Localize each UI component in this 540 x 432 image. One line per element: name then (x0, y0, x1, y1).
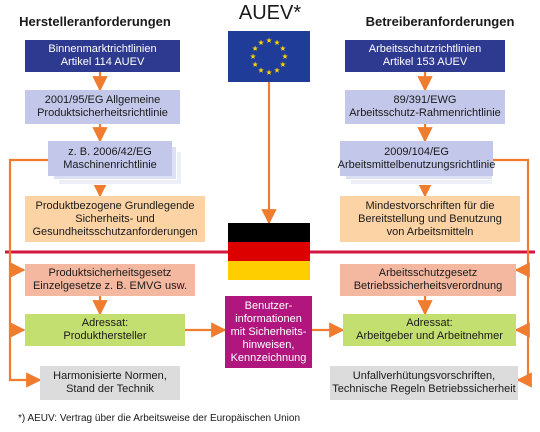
right-box-arbeitsschutzrichtlinien: Arbeitsschutzrichtlinien Artikel 153 AUE… (345, 40, 505, 72)
eu-star-icon (282, 53, 288, 59)
left-box-adressat-hersteller: Adressat: Produkthersteller (25, 314, 185, 346)
eu-star-icon (252, 45, 258, 51)
eu-star-icon (274, 67, 280, 73)
footnote: *) AEUV: Vertrag über die Arbeitsweise d… (18, 413, 301, 424)
german-flag-icon (228, 223, 310, 280)
eu-star-icon (266, 69, 272, 75)
eu-flag-icon (228, 31, 310, 82)
eu-star-icon (266, 37, 272, 43)
left-box-maschinenrichtlinie: z. B. 2006/42/EG Maschinenrichtlinie (48, 141, 172, 176)
eu-star-icon (258, 39, 264, 46)
right-box-arbeitsschutzgesetz: Arbeitsschutzgesetz Betriebssicherheitsv… (340, 264, 516, 296)
right-box-rahmenrichtlinie: 89/391/EWG Arbeitsschutz-Rahmenrichtlini… (345, 90, 505, 124)
left-box-binnenmarktrichtlinien: Binnenmarktrichtlinien Artikel 114 AUEV (25, 40, 180, 72)
left-box-produktsicherheitsgesetz: Produktsicherheitsgesetz Einzelgesetze z… (25, 264, 195, 296)
right-heading: Betreiberanforderungen (365, 14, 515, 29)
left-box-harmonisierte-normen: Harmonisierte Normen, Stand der Technik (40, 366, 180, 400)
eu-star-icon (250, 53, 256, 59)
diagram-title: AUEV* (238, 2, 302, 24)
right-box-unfallverhuetungsvorschriften: Unfallverhütungsvorschriften, Technische… (330, 366, 518, 400)
right-box-mindestvorschriften: Mindestvorschriften für die Bereitstellu… (340, 196, 520, 242)
center-box-benutzerinformationen: Benutzer- informationen mit Sicherheits-… (225, 296, 312, 368)
eu-star-icon (280, 45, 286, 51)
eu-star-icon (258, 67, 264, 73)
left-box-grundlegende-anforderungen: Produktbezogene Grundlegende Sicherheits… (25, 196, 205, 242)
right-box-arbeitsmittelbenutzungsrichtlinie: 2009/104/EG Arbeitsmittelbenutzungsricht… (338, 141, 495, 176)
eu-star-icon (274, 39, 280, 46)
left-heading: Herstelleranforderungen (19, 14, 171, 29)
eu-star-icon (280, 61, 286, 67)
right-box-adressat-arbeitgeber: Adressat: Arbeitgeber und Arbeitnehmer (343, 314, 516, 346)
left-box-produktsicherheitsrichtlinie: 2001/95/EG Allgemeine Produktsicherheits… (25, 90, 180, 124)
eu-star-icon (252, 61, 258, 67)
